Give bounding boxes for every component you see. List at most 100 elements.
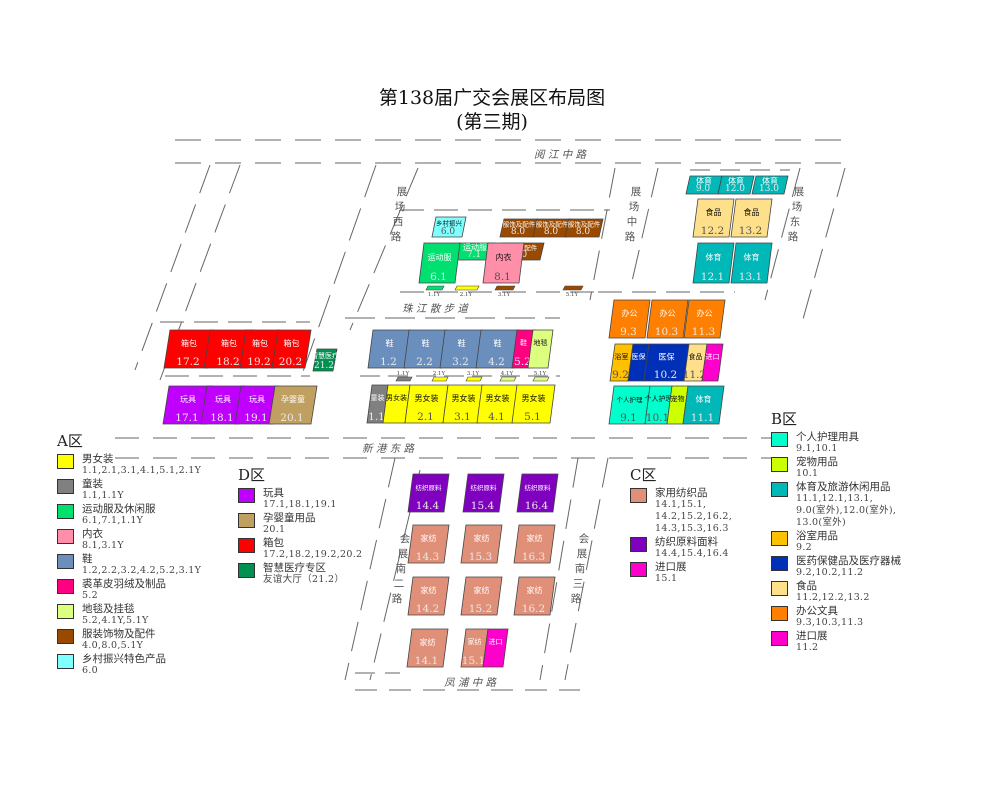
hall-9-0[interactable]: 体育9.0 — [685, 176, 723, 195]
hall-11-2b[interactable]: 进口 — [701, 343, 724, 382]
legend_a-item-name: 童装 — [82, 478, 103, 490]
legend_d-item-codes: 17.2,18.2,19.2,20.2 — [263, 549, 363, 560]
hall-15-1b[interactable]: 进口 — [482, 628, 509, 668]
hall-9-2a[interactable]: 浴室9.2 — [609, 343, 634, 382]
hall-6-0-label: 乡村振兴 — [436, 218, 463, 227]
hall-9-3[interactable]: 办公9.3 — [608, 299, 651, 339]
small-zone-2-1y-b-code: 2.1Y — [433, 371, 446, 377]
legend_b-swatch — [771, 581, 788, 596]
legend_a-item-name: 运动服及休闲服 — [82, 503, 156, 515]
hall-10-3-code: 10.3 — [655, 326, 678, 338]
hall-17-1-label: 玩具 — [180, 395, 196, 404]
hall-8-0c-label: 服饰及配件 — [568, 220, 601, 229]
legend_b-header: B区 — [771, 410, 798, 428]
hall-12-0-label: 体育 — [728, 176, 744, 186]
hall-19-1-label: 玩具 — [249, 395, 265, 404]
hall-17-2-label: 箱包 — [181, 338, 197, 348]
hall-13-2-label: 食品 — [744, 207, 760, 217]
road-pubu-label: 珠 江 散 步 道 — [402, 303, 469, 315]
small-zone-5-1y[interactable]: 5.1Y — [562, 285, 584, 298]
hall-11-3-block — [683, 299, 726, 339]
road-north-label: 阅 江 中 路 — [534, 149, 588, 161]
small-zone-4-1y-b[interactable]: 4.1Y — [499, 371, 517, 382]
small-zone-2-1y-block — [454, 285, 480, 291]
hall-10-1b-label: 宠物 — [671, 394, 685, 403]
hall-6-0-code: 6.0 — [441, 227, 456, 237]
hall-3-2[interactable]: 鞋3.2 — [439, 329, 484, 369]
hall-3-1-code: 3.1 — [454, 411, 471, 423]
small-zone-2-1y[interactable]: 2.1Y — [454, 285, 480, 298]
legend_c-item-codes: 14.1,15.1, 14.2,15.2,16.2, 14.3,15.3,16.… — [655, 499, 733, 534]
small-zone-3-1y[interactable]: 3.1Y — [494, 285, 516, 298]
small-zone-3-1y-b-code: 3.1Y — [467, 371, 480, 377]
small-zone-1-1y-b[interactable]: 1.1Y — [395, 371, 413, 382]
hall-15-1a-code: 15.1 — [462, 655, 485, 667]
hall-16-4-block — [516, 473, 559, 513]
small-zone-2-1y-b-block — [431, 376, 449, 382]
hall-3-1[interactable]: 男女装 3.1 — [442, 384, 485, 424]
legend_a-item-name: 男女装 — [82, 453, 114, 465]
hall-5-2a-label: 鞋 — [520, 338, 527, 347]
hall-5-2b[interactable]: 地毯 — [527, 329, 554, 369]
small-zone-1-1y[interactable]: 1.1Y — [425, 285, 445, 298]
hall-1-1a[interactable]: 童装1.1 — [366, 384, 389, 424]
legend_d-item-codes: 友谊大厅（21.2） — [263, 574, 345, 585]
small-zone-2-1y-b[interactable]: 2.1Y — [431, 371, 449, 382]
legend_c-item-name: 纺织原料面料 — [655, 536, 718, 548]
hall-20-2-code: 20.2 — [279, 356, 302, 368]
hall-15-4-block — [462, 473, 505, 513]
hall-12-1-code: 12.1 — [701, 271, 724, 283]
legend_b-item-name: 进口展 — [796, 630, 828, 642]
hall-8-0a-label: 服饰及配件 — [503, 220, 536, 229]
hall-1-2-code: 1.2 — [380, 356, 397, 368]
hall-1-2[interactable]: 鞋1.2 — [367, 329, 412, 369]
road-xilu-label: 展场西路 — [391, 186, 408, 243]
hall-8-1[interactable]: 内衣8.1 — [482, 242, 525, 284]
small-zone-3-1y-b[interactable]: 3.1Y — [465, 371, 483, 382]
hall-3-1-label: 男女装 — [452, 393, 476, 403]
legend_d-item-name: 孕婴童用品 — [263, 512, 316, 524]
small-zone-3-1y-block — [494, 285, 516, 291]
hall-2-2[interactable]: 鞋2.2 — [403, 329, 448, 369]
small-zone-5-1y-b[interactable]: 5.1Y — [532, 371, 550, 382]
